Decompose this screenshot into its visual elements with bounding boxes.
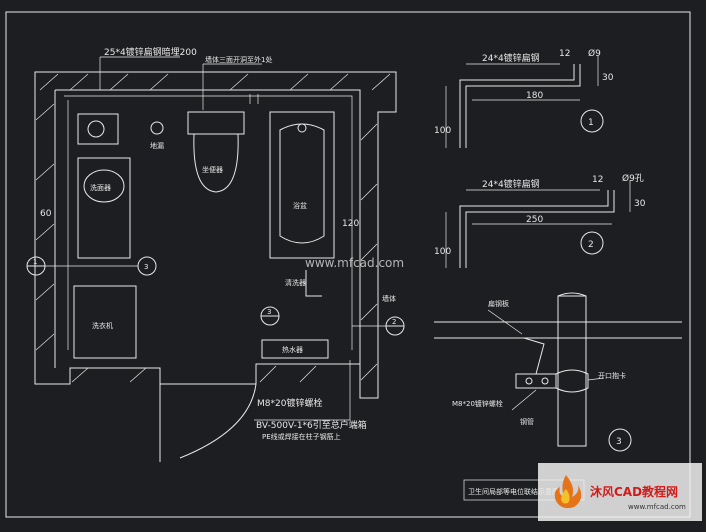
steel-run-top <box>64 95 353 350</box>
bathtub-inner <box>279 123 325 244</box>
detail2-dim-d9: Ø9孔 <box>622 173 644 184</box>
detail2-dim-12: 12 <box>592 175 603 185</box>
watermark-banner: 沐风CAD教程网 www.mfcad.com <box>538 463 702 521</box>
detail2-dim-100: 100 <box>434 247 451 257</box>
drawing-border <box>5 11 691 518</box>
title-block-text: 卫生间局部等电位联结示意图 <box>468 487 559 496</box>
cleaner-label: 清洗器 <box>285 278 306 287</box>
detail1-steel-label: 24*4镀锌扁钢 <box>482 52 540 64</box>
floor-drain-label: 地漏 <box>150 141 164 150</box>
detail3-marker <box>608 428 632 452</box>
bathtub-label: 浴盆 <box>293 201 307 210</box>
detail1-dim-30: 30 <box>602 73 614 83</box>
watermark-url: www.mfcad.com <box>628 503 686 511</box>
cleaner-pipe <box>305 270 322 297</box>
washing-machine <box>73 285 137 359</box>
detail2-marker-text: 2 <box>588 240 594 250</box>
detail1-dim-12: 12 <box>559 49 570 59</box>
section-marker-3a <box>137 256 157 276</box>
bathtub-outer <box>269 111 335 259</box>
detail3-marker-text: 3 <box>616 437 622 447</box>
flame-logo-icon <box>554 475 582 509</box>
water-heater-label: 热水器 <box>282 345 303 354</box>
dim-120: 120 <box>342 219 359 229</box>
pe-label: PE线或焊接在柱子钢筋上 <box>262 432 341 441</box>
detail1-marker <box>580 109 604 133</box>
detail3-clamp-label: 开口抱卡 <box>598 371 626 380</box>
detail2-dim-250: 250 <box>526 215 543 225</box>
marker-1-text: 1 <box>33 258 37 266</box>
marker-3b-text: 3 <box>267 308 271 316</box>
dim-60: 60 <box>40 209 52 219</box>
washbasin-bowl <box>83 169 125 203</box>
cable-label: BV-500V-1*6引至总户端箱 <box>256 419 367 431</box>
wall-hatch <box>35 73 391 383</box>
water-heater <box>261 339 329 359</box>
detail3-bolt-label: M8*20镀锌螺栓 <box>452 399 503 408</box>
detail3-flat-label: 扁钢板 <box>488 299 509 308</box>
marker-2-text: 2 <box>392 318 396 326</box>
floor-drain <box>150 121 164 135</box>
detail2-marker <box>580 231 604 255</box>
center-watermark: www.mfcad.com <box>305 256 405 270</box>
watermark-brand: 沐风CAD教程网 <box>590 485 679 499</box>
detail-3 <box>434 292 682 452</box>
wall-label: 墙体 <box>382 294 396 303</box>
detail3-flat-steel <box>516 337 545 375</box>
top-steel-label: 25*4镀锌扁钢暗埋200 <box>104 46 197 58</box>
bolt-label: M8*20镀锌螺栓 <box>257 397 322 409</box>
valve-label: 墙体三面开洞至外1处 <box>205 55 272 64</box>
detail-2 <box>445 180 631 268</box>
toilet-tank <box>187 111 245 135</box>
detail3-pipe <box>557 295 587 447</box>
toilet-label: 坐便器 <box>202 165 223 174</box>
marker-3a-text: 3 <box>144 263 148 271</box>
door-swing <box>179 383 257 459</box>
detail1-dim-100: 100 <box>434 126 451 136</box>
detail2-steel <box>459 190 609 268</box>
detail2-dim-30: 30 <box>634 199 646 209</box>
detail1-steel <box>459 64 575 148</box>
detail1-dim-180: 180 <box>526 91 543 101</box>
bathroom-plan <box>26 56 405 462</box>
detail1-dim-d9: Ø9 <box>588 48 601 59</box>
washbasin-counter <box>77 157 131 259</box>
fixture-round <box>87 120 105 138</box>
wall-inner-top <box>55 89 361 364</box>
detail1-marker-text: 1 <box>588 118 594 128</box>
detail3-pipe-label: 钢管 <box>520 417 534 426</box>
washbasin-label: 洗面器 <box>90 183 111 192</box>
detail-1 <box>445 56 604 148</box>
wall-outline <box>34 71 397 399</box>
detail3-clamp <box>515 373 557 389</box>
detail2-steel-label: 24*4镀锌扁钢 <box>482 178 540 190</box>
washer-label: 洗衣机 <box>92 321 113 330</box>
toilet-bowl <box>193 133 239 193</box>
